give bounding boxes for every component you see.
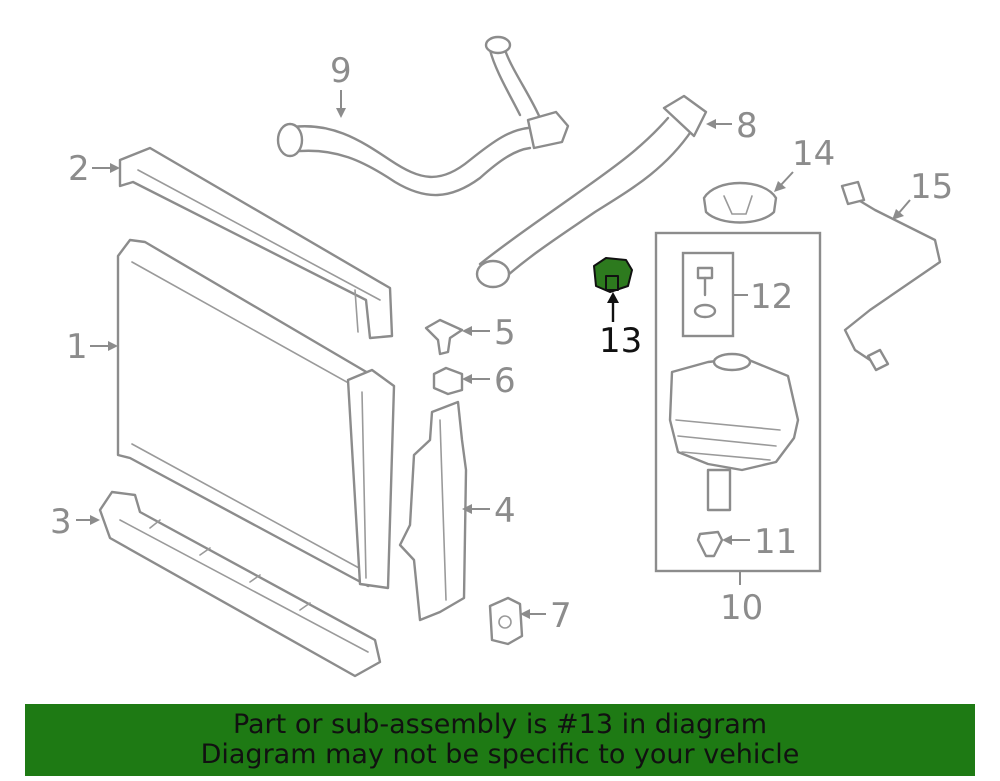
callout-9: 9 [330,51,352,91]
part-8-lower-hose[interactable] [475,94,708,289]
part-14-cap[interactable] [702,181,778,224]
callout-2: 2 [68,149,90,189]
banner-line-1: Part or sub-assembly is #13 in diagram [232,709,768,740]
part-13-highlighted[interactable] [593,257,633,293]
part-3-lower-deflector[interactable] [98,490,382,678]
callout-4: 4 [494,491,516,531]
callout-1: 1 [66,327,88,367]
callout-12: 12 [750,277,793,317]
callout-5: 5 [494,313,516,353]
part-15-sensor-wire[interactable] [840,180,942,372]
callout-14: 14 [792,134,835,174]
leader-lines [76,90,911,619]
callout-11: 11 [754,522,797,562]
part-6-bracket[interactable] [432,366,464,396]
part-9-upper-hose[interactable] [276,35,570,197]
callout-13: 13 [599,321,642,361]
callout-8: 8 [736,106,758,146]
part-12-bolt-washer[interactable] [681,251,735,338]
part-10-group-box [654,231,822,573]
callout-7: 7 [550,596,572,636]
part-11-clip[interactable] [696,530,724,558]
callout-6: 6 [494,361,516,401]
callout-15: 15 [910,167,953,207]
info-banner: Part or sub-assembly is #13 in diagram D… [25,704,975,776]
part-10-reservoir[interactable] [668,352,800,512]
callout-3: 3 [50,502,72,542]
parts-diagram: 1 2 3 4 5 6 7 8 9 10 11 12 14 15 13 [50,35,953,678]
part-4-air-guide[interactable] [398,400,468,622]
banner-line-2: Diagram may not be specific to your vehi… [200,739,800,770]
part-1-radiator[interactable] [116,238,396,590]
part-2-upper-support[interactable] [118,146,394,340]
part-5-clip[interactable] [424,318,464,356]
part-7-mount[interactable] [488,596,524,646]
callout-10: 10 [720,588,763,628]
